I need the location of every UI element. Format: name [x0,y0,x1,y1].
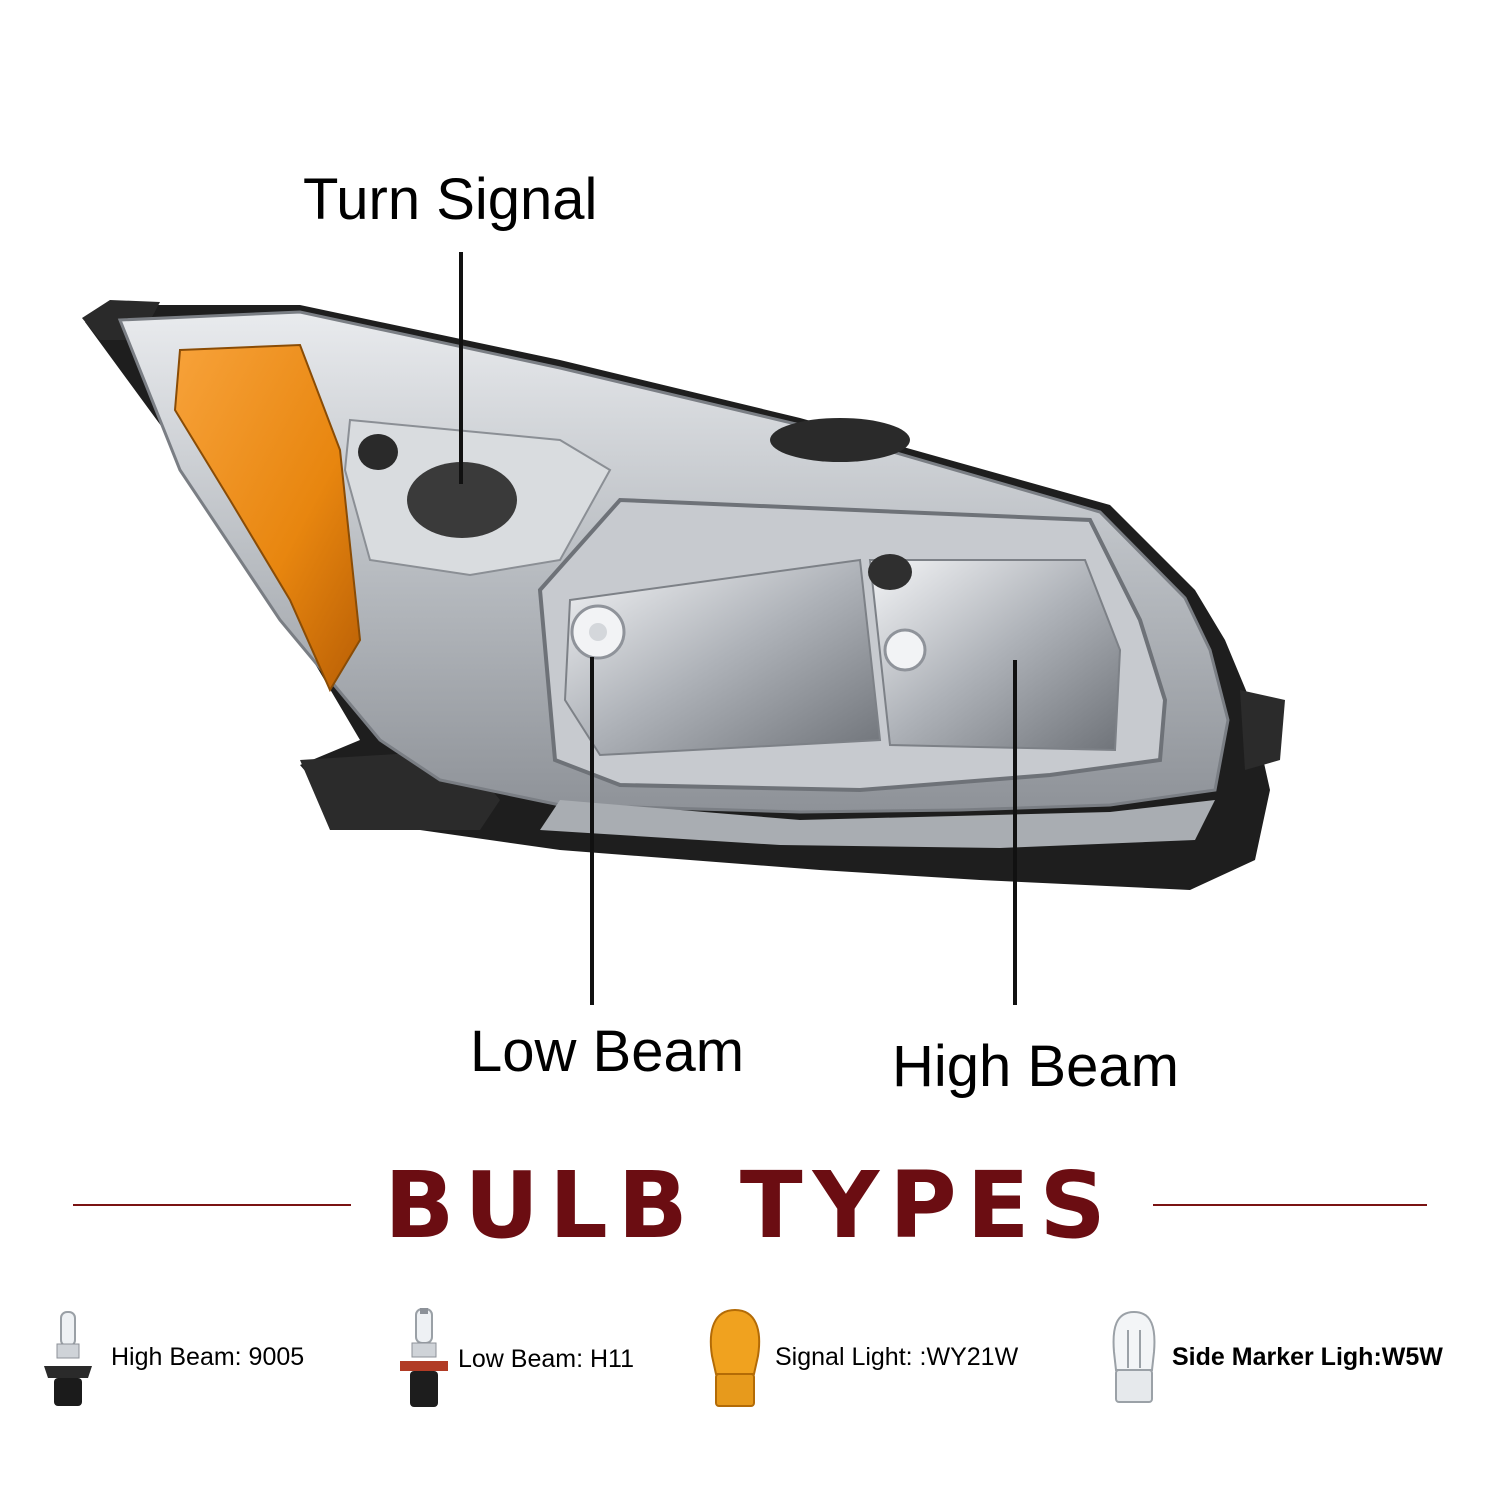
low-beam-leader-line [590,657,594,1005]
bulb-high-beam-label: High Beam: 9005 [111,1343,305,1371]
bulb-low-beam-label: Low Beam: H11 [458,1345,635,1373]
high-beam-label: High Beam [892,1034,1179,1099]
halogen-bulb-h11-icon [400,1308,448,1407]
headlamp-housing [82,300,1285,890]
bulb-types-title: BULB TYPES [384,1152,1116,1259]
low-beam-label: Low Beam [470,1019,745,1084]
section-divider-left [73,1204,351,1206]
amber-wedge-bulb-icon [709,1308,761,1407]
bulb-side-marker-label: Side Marker Ligh:W5W [1172,1343,1443,1371]
halogen-bulb-9005-icon [44,1311,92,1406]
turn-signal-leader-line [459,252,463,484]
clear-wedge-bulb-icon [1112,1310,1156,1403]
section-divider-right [1153,1204,1427,1206]
high-beam-leader-line [1013,660,1017,1005]
bulb-signal-light-label: Signal Light: :WY21W [775,1343,1019,1371]
turn-signal-label: Turn Signal [303,167,598,232]
